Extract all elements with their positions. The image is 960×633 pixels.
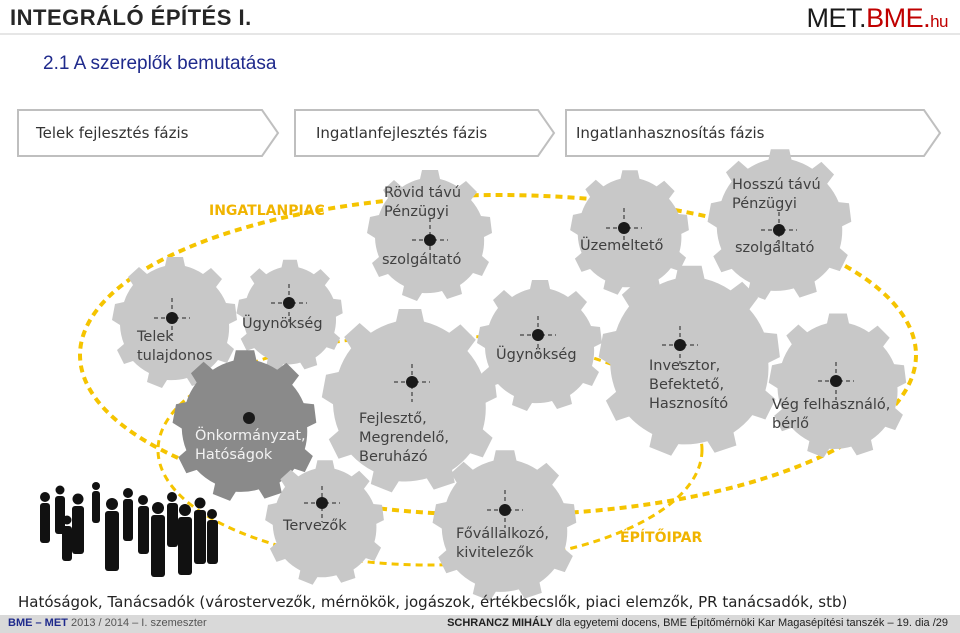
footer-author-details: dla egyetemi docens, BME Építőmérnöki Ka…	[553, 617, 948, 629]
actor-contractor-line2: kivitelezők	[456, 545, 534, 561]
phase-label-3: Ingatlanhasznosítás fázis	[576, 124, 765, 142]
actor-end-user-line1: Vég felhasználó,	[772, 397, 891, 413]
actor-developer-line1: Fejlesztő,	[359, 411, 427, 427]
footer-author: SCHRANCZ MIHÁLY	[447, 617, 553, 629]
actor-short-finance-line2: Pénzügyi	[384, 204, 449, 220]
footer-right: SCHRANCZ MIHÁLY dla egyetemi docens, BME…	[447, 617, 948, 629]
phase-arrows	[17, 109, 942, 157]
header-rule	[0, 33, 960, 35]
gear-operator	[570, 170, 689, 295]
phase-label-2: Ingatlanfejlesztés fázis	[316, 124, 488, 142]
actor-operator: Üzemeltető	[580, 238, 664, 254]
actor-agency-left: Ügynökség	[242, 316, 323, 332]
footer-left-org: BME – MET	[8, 617, 68, 629]
actor-land-owner-line2: tulajdonos	[137, 348, 213, 364]
phase-arrow-1	[17, 109, 280, 157]
phase-arrow-2	[294, 109, 556, 157]
logo-hu: hu	[930, 12, 948, 31]
actor-short-finance-line1: Rövid távú	[384, 185, 462, 201]
actor-investor-line2: Befektető,	[649, 377, 725, 393]
actor-developer-line2: Megrendelő,	[359, 430, 450, 446]
market-label-ingatlanpiac: INGATLANPIAC	[209, 203, 325, 219]
crowd-silhouette-icon	[40, 482, 218, 577]
logo-bme: BME.	[866, 3, 931, 33]
actor-short-finance-line3: szolgáltató	[382, 252, 462, 268]
actor-long-finance-line2: Pénzügyi	[732, 196, 797, 212]
actor-end-user-line2: bérlő	[772, 416, 809, 432]
footer-bar	[0, 615, 960, 633]
footer-left: BME – MET 2013 / 2014 – I. szemeszter	[8, 617, 207, 629]
actor-developer-line3: Beruházó	[359, 449, 428, 465]
advisors-footnote: Hatóságok, Tanácsadók (várostervezők, mé…	[18, 593, 848, 611]
page-subtitle: 2.1 A szereplők bemutatása	[43, 53, 277, 74]
phase-label-1: Telek fejlesztés fázis	[36, 124, 189, 142]
actor-designers: Tervezők	[283, 518, 347, 534]
actor-long-finance-line1: Hosszú távú	[732, 177, 821, 193]
actor-investor-line3: Hasznosító	[649, 396, 729, 412]
logo-met: MET.	[806, 3, 867, 33]
actor-municipality-line2: Hatóságok	[195, 447, 273, 463]
actor-contractor-line1: Fővállalkozó,	[456, 526, 549, 542]
actor-agency-right: Ügynökség	[496, 347, 577, 363]
footer-left-semester: 2013 / 2014 – I. szemeszter	[67, 617, 207, 629]
market-ring-ingatlanpiac	[78, 193, 918, 517]
market-label-epitoipar: ÉPÍTŐIPAR	[620, 530, 703, 546]
header-title: INTEGRÁLÓ ÉPÍTÉS I.	[10, 5, 252, 30]
actor-long-finance-line3: szolgáltató	[735, 240, 815, 256]
actor-investor-line1: Invesztor,	[649, 358, 721, 374]
actor-municipality-line1: Önkormányzat,	[195, 428, 306, 444]
met-bme-logo: MET.BME.hu	[806, 3, 949, 34]
actor-land-owner-line1: Telek	[137, 329, 174, 345]
phase-arrow-3	[565, 109, 942, 157]
gear-hub-dots	[166, 222, 842, 516]
